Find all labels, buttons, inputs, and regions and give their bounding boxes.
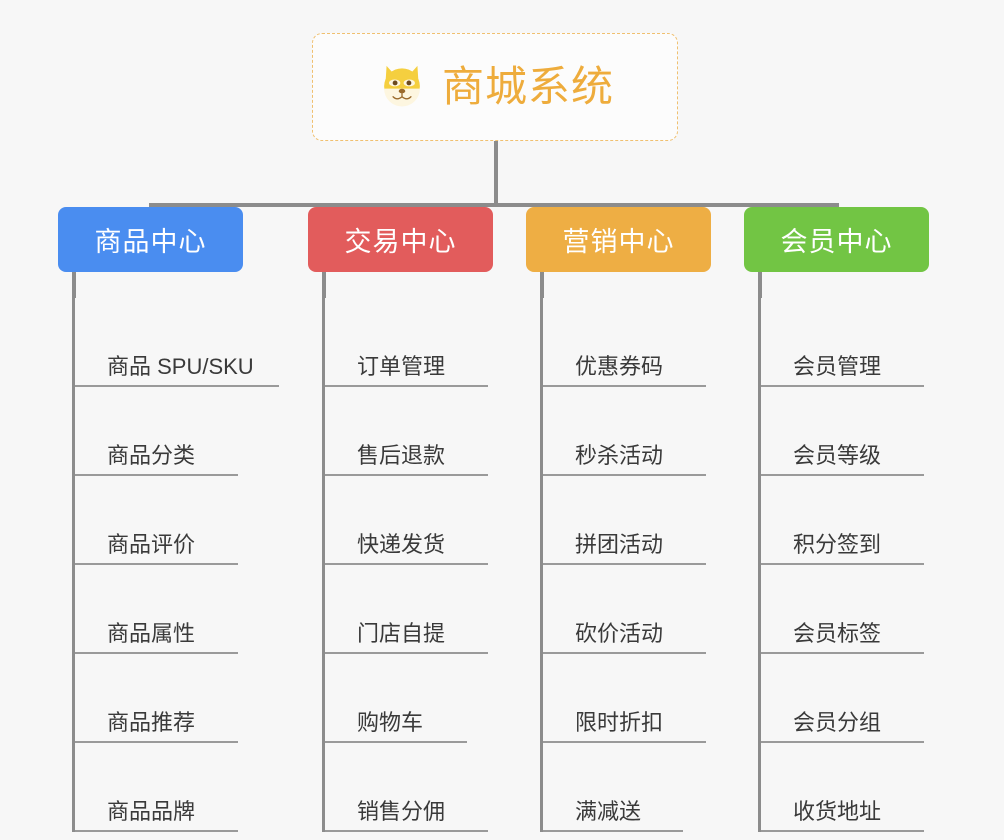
branch-items-product-center: 商品 SPU/SKU 商品分类 商品评价 商品属性 商品推荐 商品品牌 xyxy=(72,298,279,832)
list-item-label: 商品属性 xyxy=(107,620,196,646)
list-item[interactable]: 售后退款 xyxy=(325,387,488,476)
branch-marketing-center: 营销中心 优惠券码 秒杀活动 拼团活动 砍价活动 限时折扣 满减送 xyxy=(526,207,744,832)
branch-header-product-center[interactable]: 商品中心 xyxy=(58,207,243,272)
branch-items-marketing-center: 优惠券码 秒杀活动 拼团活动 砍价活动 限时折扣 满减送 xyxy=(540,298,744,832)
list-item-label: 积分签到 xyxy=(793,531,882,557)
list-item[interactable]: 砍价活动 xyxy=(543,565,706,654)
list-item-label: 拼团活动 xyxy=(575,531,664,557)
list-item[interactable]: 优惠券码 xyxy=(543,298,706,387)
list-item-label: 快递发货 xyxy=(357,531,446,557)
list-item-label: 砍价活动 xyxy=(575,620,664,646)
list-item[interactable]: 满减送 xyxy=(543,743,683,832)
list-item-label: 秒杀活动 xyxy=(575,442,664,468)
connector-header-drop-trade-center xyxy=(322,272,326,298)
list-item[interactable]: 商品属性 xyxy=(75,565,238,654)
list-item-label: 收货地址 xyxy=(793,798,882,824)
list-item-label: 商品 SPU/SKU xyxy=(107,353,254,379)
list-item[interactable]: 会员等级 xyxy=(761,387,924,476)
branch-header-trade-center[interactable]: 交易中心 xyxy=(308,207,493,272)
list-item-label: 满减送 xyxy=(575,798,642,824)
list-item-label: 售后退款 xyxy=(357,442,446,468)
list-item-label: 会员管理 xyxy=(793,353,882,379)
connector-header-drop-marketing-center xyxy=(540,272,544,298)
root-node-mall-system[interactable]: 商城系统 xyxy=(312,33,678,141)
list-item-label: 门店自提 xyxy=(357,620,446,646)
list-item[interactable]: 限时折扣 xyxy=(543,654,706,743)
branch-header-marketing-center[interactable]: 营销中心 xyxy=(526,207,711,272)
connector-root-stem xyxy=(494,141,498,205)
list-item-label: 会员分组 xyxy=(793,709,882,735)
list-item[interactable]: 商品评价 xyxy=(75,476,238,565)
list-item[interactable]: 购物车 xyxy=(325,654,467,743)
list-item[interactable]: 订单管理 xyxy=(325,298,488,387)
list-item[interactable]: 积分签到 xyxy=(761,476,924,565)
list-item[interactable]: 销售分佣 xyxy=(325,743,488,832)
list-item-label: 会员标签 xyxy=(793,620,882,646)
list-item-label: 购物车 xyxy=(357,709,424,735)
list-item[interactable]: 会员分组 xyxy=(761,654,924,743)
list-item-label: 商品评价 xyxy=(107,531,196,557)
branch-items-trade-center: 订单管理 售后退款 快递发货 门店自提 购物车 销售分佣 xyxy=(322,298,526,832)
list-item[interactable]: 拼团活动 xyxy=(543,476,706,565)
list-item[interactable]: 商品分类 xyxy=(75,387,238,476)
list-item[interactable]: 商品推荐 xyxy=(75,654,238,743)
list-item-label: 优惠券码 xyxy=(575,353,664,379)
branch-header-member-center[interactable]: 会员中心 xyxy=(744,207,929,272)
connector-horizontal-bus xyxy=(149,203,839,207)
list-item[interactable]: 会员标签 xyxy=(761,565,924,654)
list-item-label: 销售分佣 xyxy=(357,798,446,824)
list-item[interactable]: 秒杀活动 xyxy=(543,387,706,476)
branch-trade-center: 交易中心 订单管理 售后退款 快递发货 门店自提 购物车 销售分佣 xyxy=(308,207,526,832)
list-item[interactable]: 快递发货 xyxy=(325,476,488,565)
list-item-label: 限时折扣 xyxy=(575,709,664,735)
root-title: 商城系统 xyxy=(441,63,614,110)
shiba-dog-face-icon xyxy=(384,65,420,107)
branch-product-center: 商品中心 商品 SPU/SKU 商品分类 商品评价 商品属性 商品推荐 商品品牌 xyxy=(58,207,279,832)
list-item-label: 商品品牌 xyxy=(107,798,196,824)
list-item-label: 订单管理 xyxy=(357,353,446,379)
connector-header-drop-product-center xyxy=(72,272,76,298)
list-item-label: 会员等级 xyxy=(793,442,882,468)
list-item-label: 商品推荐 xyxy=(107,709,196,735)
list-item[interactable]: 收货地址 xyxy=(761,743,924,832)
branch-member-center: 会员中心 会员管理 会员等级 积分签到 会员标签 会员分组 收货地址 xyxy=(744,207,962,832)
connector-header-drop-member-center xyxy=(758,272,762,298)
list-item[interactable]: 商品品牌 xyxy=(75,743,238,832)
list-item[interactable]: 会员管理 xyxy=(761,298,924,387)
list-item-label: 商品分类 xyxy=(107,442,196,468)
list-item[interactable]: 商品 SPU/SKU xyxy=(75,298,279,387)
branch-items-member-center: 会员管理 会员等级 积分签到 会员标签 会员分组 收货地址 xyxy=(758,298,962,832)
list-item[interactable]: 门店自提 xyxy=(325,565,488,654)
